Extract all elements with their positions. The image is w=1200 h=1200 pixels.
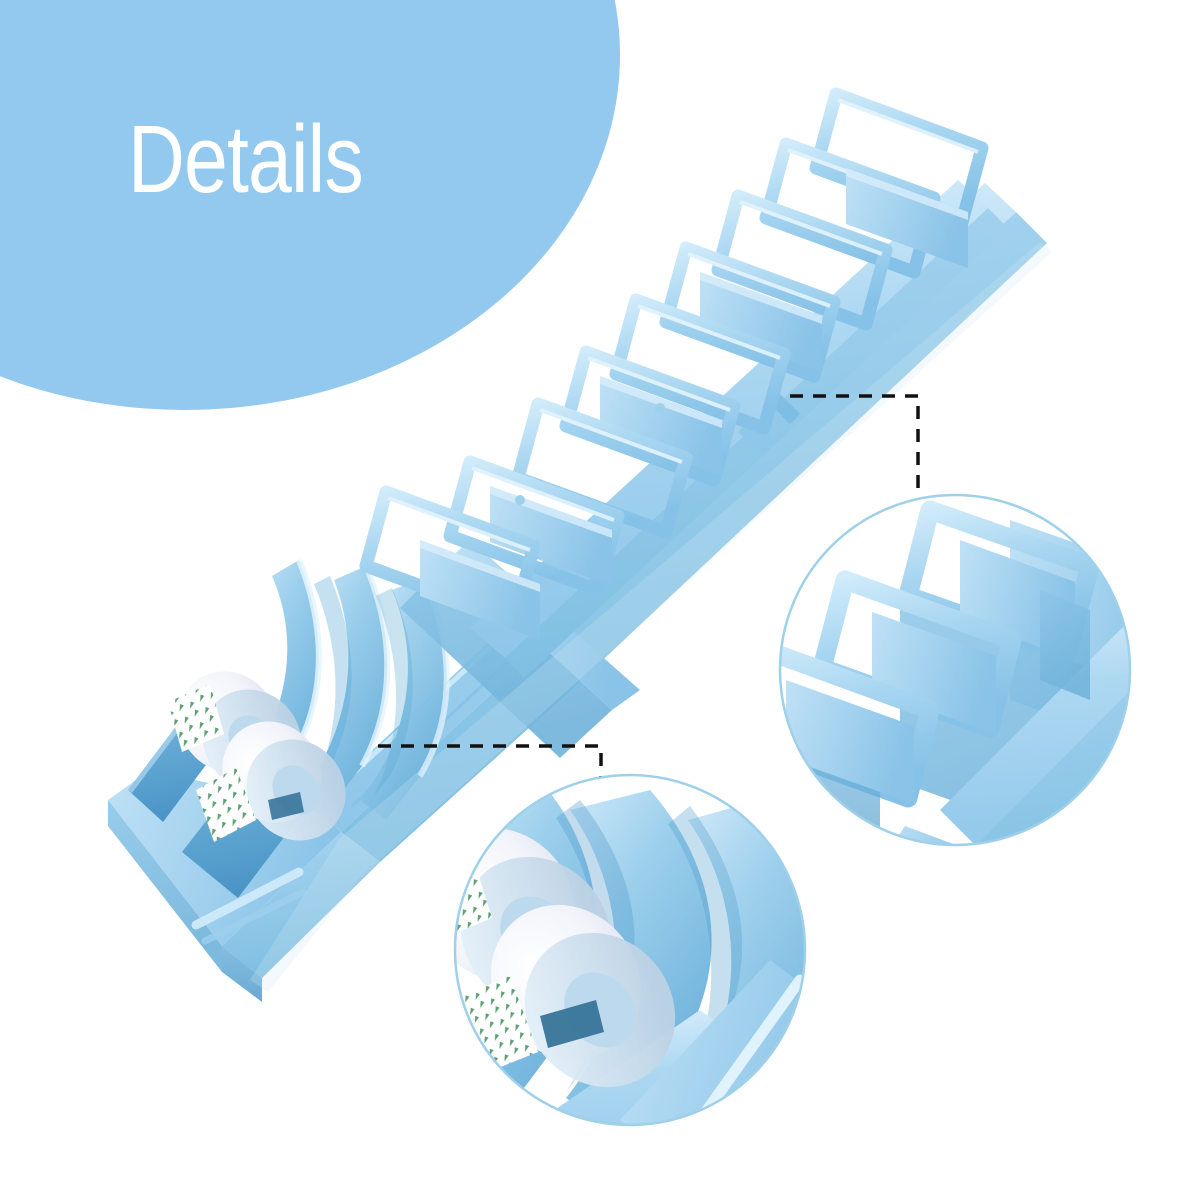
divider-plate	[846, 168, 968, 268]
divider-plate	[420, 540, 540, 640]
divider-plate-stud	[655, 403, 665, 413]
callout-circle-tape-cradle	[453, 773, 807, 1127]
callout-line-tape-cradle	[378, 744, 603, 786]
divider-plate	[600, 376, 722, 476]
divider-frame	[511, 397, 693, 539]
cradle-recess-shadow-2	[374, 588, 413, 796]
divider-plate	[490, 486, 612, 586]
divider-plate	[700, 272, 822, 372]
base-left-skirt	[108, 800, 222, 972]
divider-frame	[609, 293, 791, 435]
divider-plate-top	[600, 376, 722, 428]
cradle-highlight-2	[359, 564, 391, 768]
product-main-body	[108, 87, 1052, 1002]
base-left-front-face	[222, 832, 380, 978]
base-plate-groove-2	[201, 888, 307, 945]
page-title: Details	[128, 106, 364, 213]
base-plate-groove-1	[191, 867, 304, 930]
tray-1-edge	[128, 713, 190, 793]
divider-frame	[659, 241, 841, 383]
divider-frame	[711, 189, 893, 331]
callout-line-dividers	[790, 394, 920, 500]
cradle-recess-shadow	[312, 576, 352, 790]
cradle-wall-inner	[360, 578, 447, 820]
callout-circle-dividers	[778, 493, 1132, 847]
base-left-skirt-corner	[222, 946, 262, 1002]
cradle-highlight-1	[296, 558, 322, 744]
tape-strip-pattern-back	[168, 684, 224, 752]
divider-plate-top	[700, 272, 822, 324]
divider-plate-top	[420, 540, 540, 592]
divider-frame	[559, 345, 741, 487]
divider-plate-top	[846, 168, 968, 220]
product-shadow	[250, 242, 1052, 992]
tape-cutter-blade	[268, 792, 304, 820]
tape-strip-pattern-front	[196, 768, 256, 842]
divider-plate-stud	[515, 495, 525, 505]
